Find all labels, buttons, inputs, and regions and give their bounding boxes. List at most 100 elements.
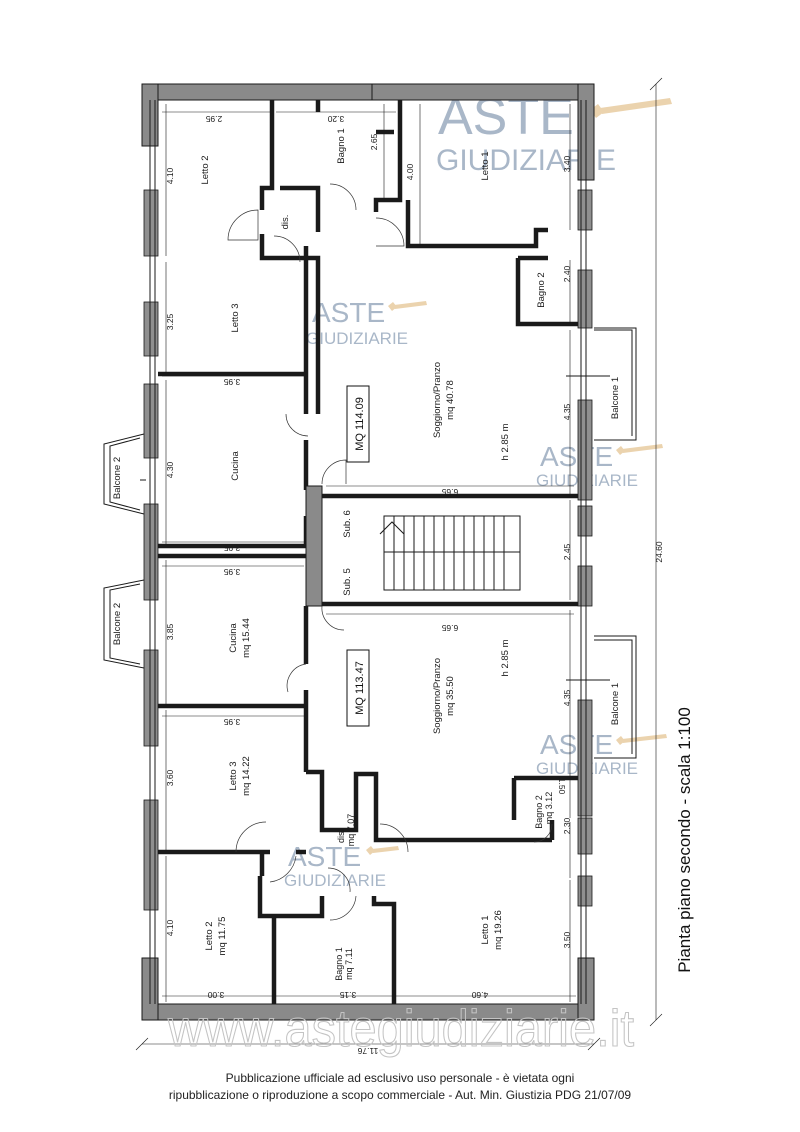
gavel-icon xyxy=(616,444,663,455)
room-area: mq 7.11 xyxy=(344,948,354,980)
total-width-label: 11.76 xyxy=(357,1046,378,1056)
room-label: Letto 3 xyxy=(230,303,241,332)
watermark-aste: ASTE xyxy=(288,841,361,872)
room-label: Letto 2 xyxy=(204,921,215,950)
dim-label: 3.95 xyxy=(223,567,240,577)
room-label: dis. xyxy=(336,829,346,843)
room-label: dis. xyxy=(280,215,291,230)
sub-label: Sub. 5 xyxy=(342,568,353,595)
room-area: mq 3.12 xyxy=(544,792,554,825)
footer-line-1: Pubblicazione ufficiale ad esclusivo uso… xyxy=(225,1071,575,1085)
dim-label: 1.50 xyxy=(557,778,567,795)
dim-label: 3.85 xyxy=(165,623,175,640)
balconies xyxy=(103,327,637,759)
room-label: Cucina xyxy=(228,623,239,653)
room-label: Balcone 1 xyxy=(610,683,621,725)
room-label: Balcone 2 xyxy=(112,457,123,499)
dim-label: 3.40 xyxy=(562,155,572,172)
room-height: h 2.85 m xyxy=(500,423,511,460)
room-label: Soggiorno/Pranzo xyxy=(432,362,443,438)
interior-walls xyxy=(158,100,578,1004)
dim-label: 3.50 xyxy=(562,931,572,948)
room-label: Letto 2 xyxy=(200,155,211,184)
room-label: Cucina xyxy=(230,451,241,481)
footer-line-2: ripubblicazione o riproduzione a scopo c… xyxy=(168,1088,632,1102)
watermark-logo-right-low: ASTE GIUDIZIARIE xyxy=(536,729,667,778)
total-height-label: 24.60 xyxy=(654,541,664,563)
plan-title: Pianta piano secondo - scala 1:100 xyxy=(675,707,694,973)
dim-label: 2.65 xyxy=(369,133,379,150)
watermark-giudiziarie: GIUDIZIARIE xyxy=(306,329,408,348)
room-label: Letto 3 xyxy=(228,761,239,790)
room-label: Balcone 2 xyxy=(112,603,123,645)
room-area: mq 11.75 xyxy=(217,917,228,956)
room-label: Bagno 1 xyxy=(334,947,344,981)
dimension-lines xyxy=(135,77,663,1051)
room-label: Bagno 2 xyxy=(536,272,547,307)
dim-label: 3.95 xyxy=(223,543,240,553)
watermark-logo-lower-left: ASTE GIUDIZIARIE xyxy=(284,841,399,890)
door-swings xyxy=(227,183,553,921)
dim-label: 2.30 xyxy=(562,817,572,834)
sub-label: Sub. 6 xyxy=(342,510,353,537)
watermark-logo-upper-mid: ASTE GIUDIZIARIE xyxy=(306,297,427,348)
exterior-walls xyxy=(141,83,595,1021)
watermark-aste: ASTE xyxy=(540,729,613,760)
dim-label: 4.60 xyxy=(471,990,488,1000)
dim-label: 3.95 xyxy=(223,377,240,387)
room-label: Bagno 1 xyxy=(336,128,347,163)
area-box-upper: MQ 114.09 xyxy=(346,385,370,463)
dim-label: 3.95 xyxy=(223,717,240,727)
lower-unit-labels: Balcone 2 Cucina mq 15.44 Soggiorno/Pran… xyxy=(112,603,621,981)
room-area: mq 35.50 xyxy=(445,676,456,716)
watermark-giudiziarie: GIUDIZIARIE xyxy=(284,871,386,890)
dim-label: 4.10 xyxy=(165,919,175,936)
upper-unit-labels: Letto 2 Bagno 1 Letto 1 dis. Bagno 2 Let… xyxy=(112,128,621,499)
dim-label: 3.15 xyxy=(339,990,356,1000)
dim-label: 3.25 xyxy=(165,313,175,330)
room-label: Balcone 1 xyxy=(610,377,621,419)
upper-unit-area: MQ 114.09 xyxy=(354,397,366,451)
room-label: Soggiorno/Pranzo xyxy=(432,658,443,734)
dim-label: 3.00 xyxy=(207,990,224,1000)
dim-label: 2.95 xyxy=(205,114,222,124)
dim-label: 2.40 xyxy=(562,265,572,282)
lower-unit-dims: 3.95 3.85 6.65 4.35 3.95 3.60 1.50 2.30 … xyxy=(165,567,572,1000)
gavel-icon xyxy=(616,734,667,745)
gavel-icon xyxy=(590,98,672,118)
room-area: mq 14.22 xyxy=(241,756,252,796)
area-box-lower: MQ 113.47 xyxy=(346,649,370,727)
dim-label: 4.30 xyxy=(165,461,175,478)
upper-unit-dims: 2.95 3.20 4.10 2.65 4.00 3.40 2.40 3.25 … xyxy=(165,114,572,553)
stair-treads xyxy=(393,516,505,590)
watermark-aste: ASTE xyxy=(540,441,613,472)
stair-core-wall xyxy=(305,485,323,607)
dim-label: 4.35 xyxy=(562,403,572,420)
dim-label: 2.45 xyxy=(562,543,572,560)
room-label: Letto 1 xyxy=(480,915,491,944)
watermark-logo-right-mid: ASTE GIUDIZIARIE xyxy=(536,441,663,490)
gavel-icon xyxy=(388,301,427,311)
watermark-aste: ASTE xyxy=(312,297,385,328)
dim-label: 3.20 xyxy=(327,114,344,124)
dim-label: 3.60 xyxy=(165,769,175,786)
room-area: mq 40.78 xyxy=(445,380,456,420)
overall-dims: 24.60 11.76 Pianta piano secondo - scala… xyxy=(357,541,694,1056)
dim-label: 4.10 xyxy=(165,167,175,184)
watermark-group: ASTE GIUDIZIARIE ASTE GIUDIZIARIE ASTE G… xyxy=(284,88,672,890)
dim-label: 4.00 xyxy=(405,163,415,180)
room-label: Letto 1 xyxy=(480,151,491,180)
gavel-icon xyxy=(366,846,399,855)
dim-label: 6.65 xyxy=(441,487,458,497)
room-area: mq 7.07 xyxy=(346,814,356,847)
dim-label: 6.65 xyxy=(441,623,458,633)
room-area: mq 15.44 xyxy=(241,618,252,658)
room-label: Bagno 2 xyxy=(534,795,544,829)
lower-unit-area: MQ 113.47 xyxy=(354,661,366,715)
room-height: h 2.85 m xyxy=(500,639,511,676)
watermark-logo-top: ASTE GIUDIZIARIE xyxy=(436,88,672,177)
stair-labels: Sub. 6 Sub. 5 2.45 xyxy=(342,510,572,595)
dim-label: 4.35 xyxy=(562,689,572,706)
room-area: mq 19.26 xyxy=(493,910,504,950)
